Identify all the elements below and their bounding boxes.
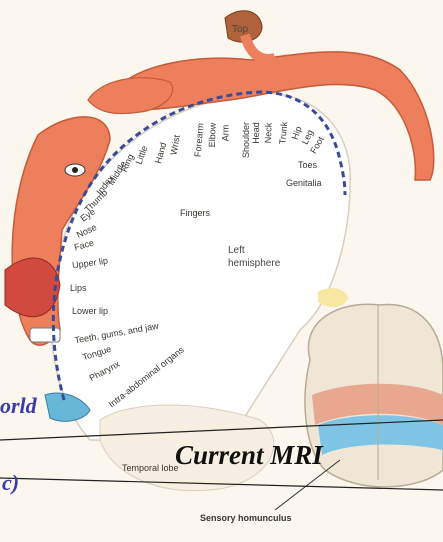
yellow-shape — [318, 288, 348, 307]
homunculus-lips — [5, 258, 60, 317]
hemisphere-label-1: Left — [228, 245, 245, 256]
body-part-label: Shoulder — [241, 122, 251, 158]
body-part-label: Head — [251, 122, 261, 144]
body-part-label: Elbow — [207, 123, 218, 148]
body-part-label: Neck — [263, 123, 274, 144]
body-part-label: Lips — [70, 283, 87, 293]
homunculus-leg — [245, 35, 275, 59]
fingers-label: Fingers — [180, 208, 210, 218]
body-part-label: Toes — [298, 160, 317, 170]
top-label: Top — [232, 24, 248, 35]
brain-inset — [305, 304, 443, 487]
caption-label: Sensory homunculus — [200, 513, 292, 523]
body-part-label: Trunk — [277, 121, 289, 144]
homunculus-pupil — [72, 167, 78, 173]
body-part-label: Genitalia — [286, 178, 322, 188]
temporal-label: Temporal lobe — [122, 463, 179, 473]
body-part-label: Arm — [220, 125, 230, 142]
overlay-left-text-2: c) — [2, 470, 19, 496]
overlay-left-text-1: orld — [0, 393, 37, 419]
overlay-title: Current MRI — [175, 440, 323, 471]
homunculus-teeth — [30, 328, 60, 342]
body-part-label: Lower lip — [72, 306, 108, 316]
hemisphere-label-2: hemisphere — [228, 258, 280, 269]
